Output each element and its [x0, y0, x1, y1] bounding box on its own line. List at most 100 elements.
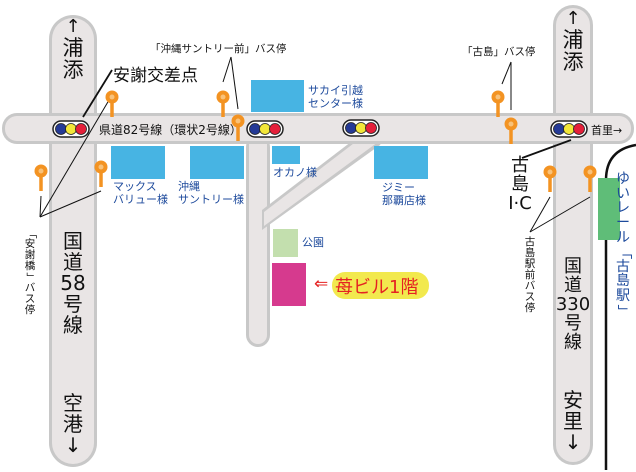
bus-stop-pin-icon — [583, 165, 597, 192]
furujima-ic-char-3: I·C — [508, 192, 532, 214]
building-label-line: 那覇店様 — [382, 194, 426, 207]
building-okinawa-suntory-label: 沖縄サントリー様 — [178, 180, 244, 206]
ajanabashi-char-4: 橋 — [24, 260, 36, 273]
route58-char-2: 道 — [63, 250, 83, 274]
route330-urasoe-label: ↑ 浦 添 — [558, 8, 588, 73]
up-arrow-icon: ↑ — [65, 16, 81, 37]
monorail-char-3: レ — [616, 200, 630, 217]
ajanabashi-char-5: 」 — [24, 272, 37, 283]
ekimae-char-6: ス — [524, 291, 536, 304]
station-char-5: 」 — [615, 304, 632, 319]
station-char-1: 「 — [615, 245, 632, 260]
target-label-bg — [332, 272, 429, 299]
ekimae-char-2: 島 — [524, 247, 536, 260]
bus-stop-pins — [34, 90, 597, 192]
bus-stop-pin-icon — [504, 117, 518, 144]
ajanabashi-char-8: 停 — [24, 304, 36, 317]
furujima-ic-char-2: 島 — [511, 173, 529, 195]
target-arrow-icon: ⇐ — [314, 274, 329, 294]
ekimae-char-7: 停 — [524, 302, 536, 315]
bus-stop-furujima-label: 「古島」バス停 — [462, 46, 536, 58]
ajanabashi-char-3: 謝 — [24, 249, 36, 262]
ekimae-char-1: 古 — [524, 236, 536, 248]
bus-stop-pin-icon — [105, 90, 119, 117]
monorail-char-1: ゆ — [616, 171, 630, 187]
building-max-value-label: マックスバリュー様 — [113, 180, 168, 206]
traffic-signal-icon — [246, 120, 284, 138]
airport-char-2: 港 — [63, 412, 83, 436]
building-jimmy — [374, 146, 428, 179]
monorail-station — [598, 178, 620, 240]
building-okinawa-suntory — [190, 146, 244, 179]
monorail-line-label: ゆいレール — [614, 172, 632, 245]
bus-stop-okinawa-suntory-label: 「沖縄サントリー前」バス停 — [150, 43, 287, 55]
bus-stop-furujima-eki-mae-label: 古島駅前バス停 — [522, 236, 538, 315]
station-char-4: 駅 — [616, 288, 630, 305]
ekimae-char-3: 駅 — [524, 258, 536, 271]
shuri-direction-label: 首里→ — [591, 124, 623, 137]
ajanabashi-char-6: バ — [24, 282, 36, 295]
up-arrow-icon: ↑ — [565, 8, 581, 29]
urasoe-char-1: 浦 — [62, 35, 84, 60]
building-label-line: サカイ引越 — [308, 84, 363, 97]
building-sakai — [251, 80, 304, 112]
building-label-line: サントリー様 — [178, 193, 244, 206]
building-label-line: ジミー — [382, 181, 415, 194]
monorail-char-4: ー — [616, 215, 630, 232]
airport-char-1: 空 — [63, 391, 83, 415]
park-label: 公園 — [302, 236, 324, 249]
building-label-line: センター様 — [308, 97, 363, 110]
ajanabashi-char-2: 安 — [24, 238, 36, 251]
route58-char-4: 号 — [63, 292, 83, 316]
route58-urasoe-label: ↑ 浦 添 — [58, 16, 88, 81]
traffic-signal-icon — [52, 120, 90, 138]
building-okano — [272, 146, 300, 164]
monorail-station-label: 「古島駅」 — [614, 245, 632, 318]
station-char-3: 島 — [616, 273, 630, 290]
ajanabashi-char-1: 「 — [24, 228, 37, 239]
bus-stop-pin-icon — [231, 114, 245, 141]
bus-stop-pin-icon — [543, 165, 557, 192]
leader-lines — [39, 56, 591, 233]
target-building[interactable] — [272, 263, 306, 306]
target-label[interactable]: 苺ビル1階 — [335, 277, 419, 298]
building-max-value — [111, 146, 165, 179]
buildings — [111, 80, 620, 306]
building-label-line: オカノ様 — [273, 166, 317, 179]
building-label-line: 沖縄 — [178, 180, 200, 193]
asato-char-2: 里 — [563, 409, 583, 433]
building-okano-label: オカノ様 — [273, 166, 317, 179]
bus-stop-pin-icon — [94, 160, 108, 187]
route330-char-3: 330 — [555, 293, 591, 315]
ajana-intersection-label: 安謝交差点 — [113, 66, 198, 86]
building-label-line: バリュー様 — [113, 193, 168, 206]
station-char-2: 古 — [616, 258, 630, 275]
bus-stop-pin-icon — [216, 90, 230, 117]
airport-char-3: ↓ — [64, 433, 82, 457]
bus-stop-pin-icon — [491, 90, 505, 117]
asato-char-1: 安 — [563, 388, 583, 412]
traffic-signals — [52, 119, 588, 138]
bus-stop-pin-icon — [34, 164, 48, 191]
bus-stop-ajanabashi-label: 「安謝橋」バス停 — [22, 228, 38, 316]
building-sakai-label: サカイ引越センター様 — [308, 84, 363, 110]
furujima-ic-char-1: 古 — [511, 155, 529, 176]
asato-char-3: ↓ — [564, 430, 582, 454]
route330-char-4: 号 — [564, 312, 582, 334]
route58-char-5: 線 — [63, 313, 83, 337]
monorail-char-2: い — [616, 185, 630, 202]
route330-char-5: 線 — [564, 331, 582, 353]
route58-char-1: 国 — [63, 229, 83, 253]
park-area — [273, 229, 298, 257]
route58-airport-label: 空港↓ — [58, 393, 88, 456]
route330-char-1: 国 — [564, 256, 582, 277]
ekimae-char-5: バ — [524, 280, 536, 293]
monorail-char-5: ル — [616, 229, 630, 246]
ekimae-char-4: 前 — [524, 269, 536, 282]
ajanabashi-char-7: ス — [24, 293, 36, 306]
route58-char-3: 58 — [60, 271, 86, 295]
